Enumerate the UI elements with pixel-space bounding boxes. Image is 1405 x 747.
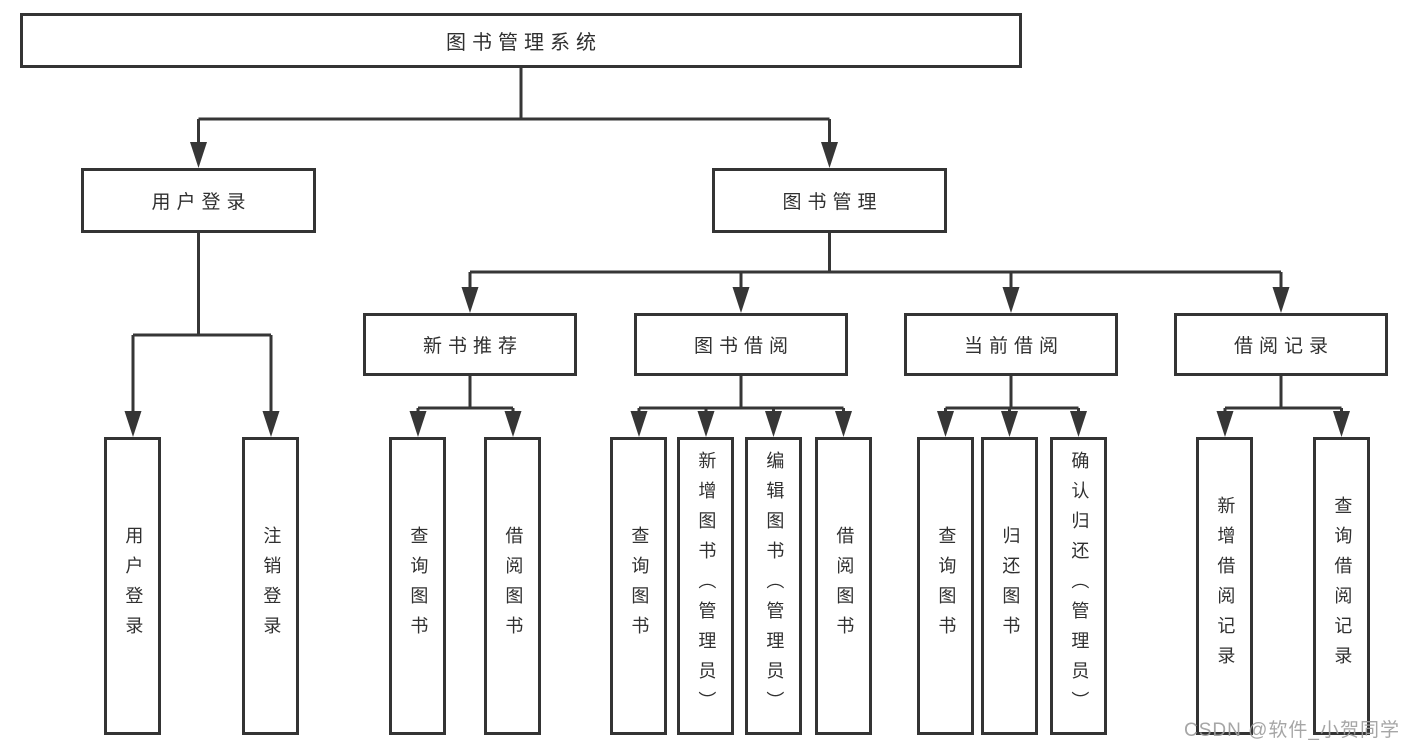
leaf-logout: 注销登录 <box>242 437 299 735</box>
leaf-records-add-record: 新增借阅记录 <box>1196 437 1253 735</box>
leaf-current-query-books-label: 查询图书 <box>936 526 957 646</box>
leaf-borrow-borrow-books: 借阅图书 <box>815 437 872 735</box>
leaf-current-query-books: 查询图书 <box>917 437 974 735</box>
node-book-management-label: 图书管理 <box>782 192 883 213</box>
leaf-recommend-borrow-books-label: 借阅图书 <box>503 526 524 646</box>
leaf-records-add-record-label: 新增借阅记录 <box>1215 496 1236 676</box>
leaf-recommend-query-books: 查询图书 <box>389 437 446 735</box>
node-root-label: 图书管理系统 <box>446 32 602 54</box>
leaf-current-return-books-label: 归还图书 <box>1000 526 1021 646</box>
leaf-borrow-edit-books-admin-label: 编辑图书（管理员） <box>764 451 785 721</box>
node-borrow-records: 借阅记录 <box>1174 313 1388 376</box>
arrowheads <box>124 142 1350 437</box>
leaf-current-confirm-return-admin-label: 确认归还（管理员） <box>1069 451 1090 721</box>
node-book-borrow: 图书借阅 <box>634 313 848 376</box>
node-book-borrow-label: 图书借阅 <box>693 336 794 357</box>
leaf-recommend-query-books-label: 查询图书 <box>408 526 429 646</box>
leaf-records-query-record: 查询借阅记录 <box>1313 437 1370 735</box>
leaf-borrow-add-books-admin: 新增图书（管理员） <box>677 437 734 735</box>
leaf-borrow-edit-books-admin: 编辑图书（管理员） <box>745 437 802 735</box>
leaf-borrow-add-books-admin-label: 新增图书（管理员） <box>696 451 717 721</box>
node-current-borrow-label: 当前借阅 <box>963 336 1064 357</box>
node-user-login: 用户登录 <box>81 168 316 233</box>
node-book-management: 图书管理 <box>712 168 947 233</box>
csdn-watermark: CSDN @软件_小贺同学 <box>1184 720 1400 741</box>
leaf-recommend-borrow-books: 借阅图书 <box>484 437 541 735</box>
node-new-book-recommend-label: 新书推荐 <box>422 336 523 357</box>
leaf-borrow-borrow-books-label: 借阅图书 <box>834 526 855 646</box>
node-current-borrow: 当前借阅 <box>904 313 1118 376</box>
leaf-logout-label: 注销登录 <box>261 526 282 646</box>
node-user-login-label: 用户登录 <box>151 192 252 213</box>
node-new-book-recommend: 新书推荐 <box>363 313 577 376</box>
leaf-records-query-record-label: 查询借阅记录 <box>1332 496 1353 676</box>
leaf-borrow-query-books-label: 查询图书 <box>629 526 650 646</box>
leaf-borrow-query-books: 查询图书 <box>610 437 667 735</box>
leaf-user-login: 用户登录 <box>104 437 161 735</box>
connector-stems <box>131 68 1343 419</box>
node-root: 图书管理系统 <box>20 13 1022 68</box>
leaf-current-confirm-return-admin: 确认归还（管理员） <box>1050 437 1107 735</box>
leaf-current-return-books: 归还图书 <box>981 437 1038 735</box>
node-borrow-records-label: 借阅记录 <box>1233 336 1334 357</box>
leaf-user-login-label: 用户登录 <box>123 526 144 646</box>
